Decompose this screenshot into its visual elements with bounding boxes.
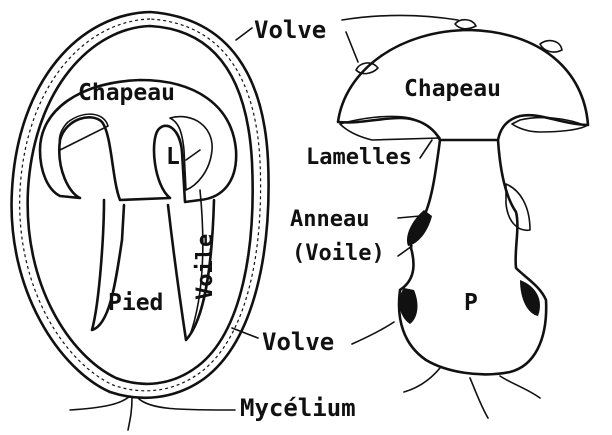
label-mycelium: Mycélium [240, 394, 356, 422]
label-voile-paren: (Voile) [292, 241, 385, 266]
label-pied: Pied [108, 290, 163, 316]
leader-lines [186, 16, 458, 345]
basal-volve-left [399, 288, 417, 324]
leader-volve-bottom-left [232, 328, 258, 338]
label-anneau: Anneau [290, 207, 369, 232]
leader-volve-bottom-right [352, 322, 394, 344]
label-lamelles: Lamelles [306, 145, 412, 170]
label-volve-top: Volve [254, 16, 326, 44]
leader-l [186, 150, 200, 160]
mature-stem [399, 140, 546, 374]
mycelium-roots-left [70, 396, 235, 430]
leader-lamelles [420, 140, 432, 158]
label-chapeau-left: Chapeau [78, 80, 175, 106]
leader-volve-top-left [236, 28, 252, 40]
mycelium-roots-right [404, 368, 540, 418]
label-chapeau-right: Chapeau [404, 76, 501, 102]
gills-left [340, 116, 440, 140]
label-p-marker: P [464, 290, 478, 316]
leader-voile [398, 246, 412, 256]
young-mushroom-drawing [12, 12, 269, 430]
cap-scrap-2 [455, 20, 476, 29]
label-voile-vertical: Voile [193, 234, 218, 300]
outer-volve [12, 12, 269, 398]
leader-volve-top-down [346, 32, 358, 62]
leader-volve-top-right [342, 16, 458, 21]
label-l-marker: L [166, 144, 180, 170]
label-volve-bottom: Volve [262, 328, 334, 356]
